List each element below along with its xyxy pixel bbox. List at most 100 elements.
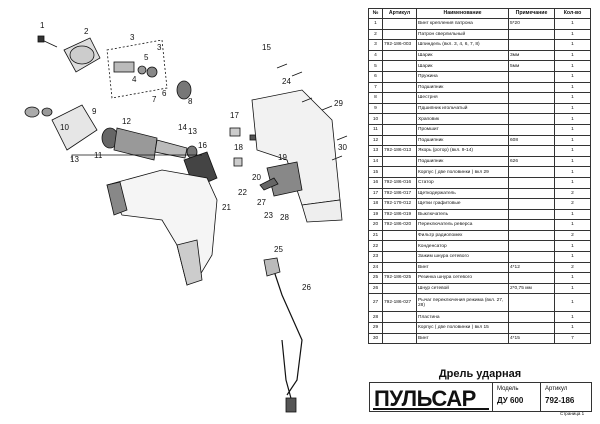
callout-24: 24 <box>282 77 291 86</box>
cell-name: Щетки графитовые <box>416 198 509 210</box>
cell-article <box>382 60 417 72</box>
cell-qty: 1 <box>554 145 591 157</box>
cell-name: Пластина <box>416 311 509 324</box>
cell-name: Подшипник <box>416 81 509 94</box>
cell-qty: 2 <box>554 229 591 242</box>
housing-half-illustration <box>251 89 343 223</box>
cell-num: 24 <box>368 261 383 274</box>
callout-17: 17 <box>230 111 239 120</box>
cell-qty: 1 <box>554 240 591 253</box>
cell-note: 5мм <box>508 60 555 72</box>
cell-num: 10 <box>368 113 383 125</box>
cell-article: 792-186-016 <box>382 176 417 189</box>
cell-num: 23 <box>368 251 383 263</box>
cell-qty: 1 <box>554 155 591 168</box>
cell-qty: 1 <box>554 49 591 62</box>
cell-name: Щеткодержатель <box>416 187 509 200</box>
cell-note <box>508 176 555 189</box>
cell-name: Шнур сетевой <box>416 282 509 295</box>
cell-article <box>382 102 417 115</box>
cell-article: 792-186-027 <box>382 293 417 313</box>
cell-name: Рычаг переключения режима (вкл. 27, 28) <box>416 293 509 313</box>
cell-qty: 1 <box>554 28 591 41</box>
cell-article <box>382 49 417 62</box>
callout-9: 9 <box>92 107 97 116</box>
callout-22: 22 <box>238 188 247 197</box>
cell-note <box>508 81 555 94</box>
cell-qty: 1 <box>554 134 591 147</box>
callout-2: 2 <box>84 27 89 36</box>
cell-article: 792-186-017 <box>382 187 417 200</box>
cell-num: 21 <box>368 229 383 242</box>
cell-num: 27 <box>368 293 383 313</box>
cell-num: 2 <box>368 28 383 41</box>
cell-article <box>382 123 417 136</box>
article-value: 792-186 <box>545 396 575 405</box>
callout-1: 1 <box>40 21 45 30</box>
model-cell: Модель ДУ 600 <box>492 383 541 411</box>
cell-note <box>508 166 555 178</box>
cell-name: Винт <box>416 261 509 274</box>
cell-qty: 1 <box>554 176 591 189</box>
cell-article <box>382 92 417 104</box>
callout-14: 14 <box>178 123 187 132</box>
cell-num: 4 <box>368 49 383 62</box>
callout-25: 25 <box>274 245 283 254</box>
cell-num: 1 <box>368 18 383 30</box>
cell-note <box>508 70 555 83</box>
cell-qty: 1 <box>554 70 591 83</box>
group-label-13: 13 <box>70 155 79 164</box>
cell-article <box>382 28 417 41</box>
brand-logo: ПУЛЬСАР <box>374 386 476 411</box>
cell-num: 12 <box>368 134 383 147</box>
cell-article <box>382 81 417 94</box>
switch-illustration <box>259 161 303 197</box>
cell-article <box>382 229 417 242</box>
cell-num: 22 <box>368 240 383 253</box>
cell-qty: 1 <box>554 208 591 221</box>
cell-article <box>382 134 417 147</box>
cell-num: 14 <box>368 155 383 168</box>
cell-article: 792-179-012 <box>382 198 417 210</box>
callout-15: 15 <box>262 43 271 52</box>
cell-qty: 1 <box>554 251 591 263</box>
cell-note <box>508 102 555 115</box>
model-label: Модель <box>497 386 519 392</box>
callout-13: 13 <box>188 127 197 136</box>
cell-article: 792-186-013 <box>382 145 417 157</box>
cell-name: Пружина <box>416 70 509 83</box>
cell-qty: 1 <box>554 166 591 178</box>
brand-underline <box>373 408 489 410</box>
callout-11: 11 <box>94 151 103 160</box>
cell-article: 792-186-003 <box>382 39 417 51</box>
cell-article <box>382 113 417 125</box>
cell-qty: 1 <box>554 92 591 104</box>
cell-num: 17 <box>368 187 383 200</box>
cell-num: 19 <box>368 208 383 221</box>
cell-article: 792-186-020 <box>382 219 417 231</box>
callout-23: 23 <box>264 211 273 220</box>
cell-num: 6 <box>368 70 383 83</box>
cell-note <box>508 251 555 263</box>
cell-note: 608 <box>508 134 555 147</box>
cell-note <box>508 92 555 104</box>
power-cord-illustration <box>263 257 303 413</box>
cell-article <box>382 311 417 324</box>
callout-16: 16 <box>198 141 207 150</box>
